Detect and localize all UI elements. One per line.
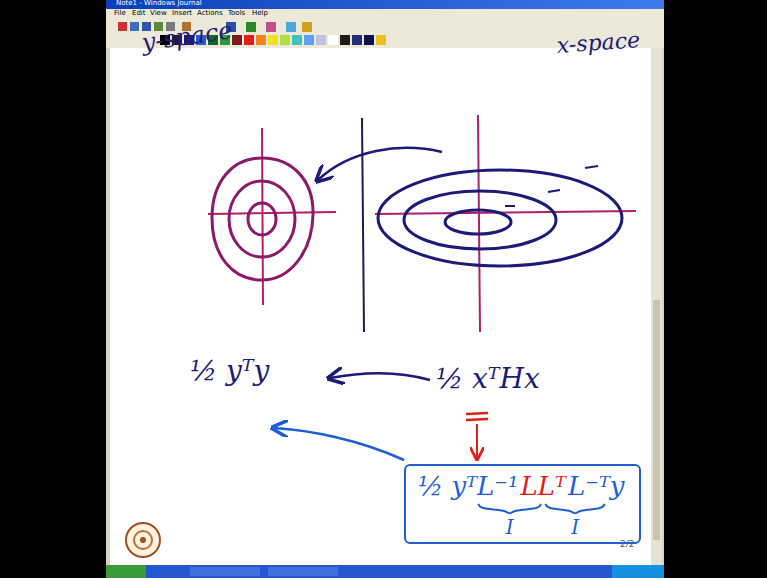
menu-item: View [150, 10, 167, 18]
window-frame [106, 0, 664, 578]
y-space-contours [208, 128, 336, 305]
title-bar [106, 0, 664, 9]
substitution-arrow [476, 424, 478, 458]
equation: ½ yᵀy [190, 356, 269, 387]
system-tray [612, 565, 664, 578]
menu-bar [106, 9, 664, 19]
separator-line [362, 118, 364, 332]
mapping-arrow [318, 148, 442, 180]
menu-item: Help [252, 10, 268, 18]
scrollbar [651, 48, 662, 565]
equation: ½ xᵀHx [436, 364, 540, 395]
menu-item: Insert [172, 10, 192, 18]
scroll-thumb [653, 300, 660, 540]
identity-label: I [571, 516, 579, 538]
journal-page [110, 48, 651, 565]
task-button [190, 567, 260, 576]
menu-item: File [114, 10, 126, 18]
underbrace [545, 504, 604, 513]
space-label: x-space [556, 28, 641, 58]
space-label: y-space [140, 17, 234, 56]
institute-logo [126, 523, 160, 557]
expression-part: L⁻ᵀy [568, 472, 625, 502]
window-title: Note1 - Windows Journal [116, 0, 202, 8]
result-arrow [274, 428, 404, 460]
menu-item: Tools [228, 10, 245, 18]
task-button [268, 567, 338, 576]
underbrace [478, 504, 541, 513]
boxed-expression: ½ yᵀL⁻¹LLᵀL⁻ᵀy [404, 464, 641, 544]
identity-label: I [506, 516, 514, 538]
start-button [106, 565, 146, 578]
page-number: 2/2 [620, 540, 634, 550]
mapping-arrow [330, 373, 430, 380]
red-equals-mark [466, 413, 488, 420]
expression-part: ½ yᵀL⁻¹ [418, 472, 518, 502]
expression-part: LLᵀ [520, 472, 565, 502]
taskbar [106, 565, 664, 578]
menu-item: Actions [197, 10, 223, 18]
menu-item: Edit [132, 10, 146, 18]
